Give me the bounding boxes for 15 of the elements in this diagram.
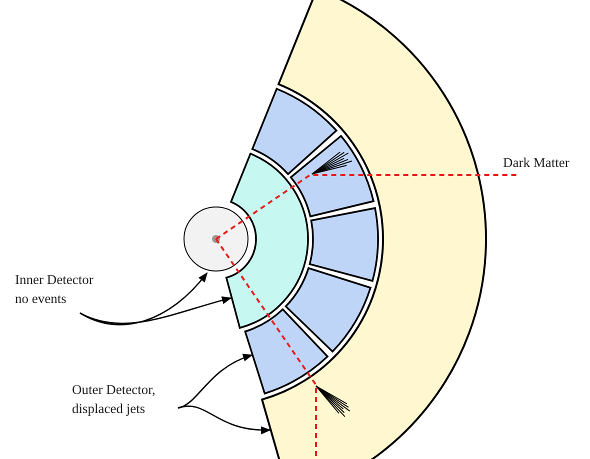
arrow [178, 354, 253, 409]
arrow [80, 296, 232, 324]
callout-text: Inner Detector no events [15, 270, 110, 308]
arrow [178, 406, 271, 434]
track-label: Dark Matter [503, 154, 570, 172]
detector-module [308, 207, 379, 282]
detector-module [290, 135, 374, 218]
outer-detector-band [261, 0, 487, 459]
arrow [80, 272, 208, 326]
detector-module [251, 88, 338, 175]
detector-module [284, 267, 372, 352]
detector-module [244, 308, 328, 394]
inner-detector-circle [184, 206, 248, 272]
detector-layer [225, 152, 309, 329]
callout-text: Outer Detector, displaced jets [72, 380, 187, 418]
